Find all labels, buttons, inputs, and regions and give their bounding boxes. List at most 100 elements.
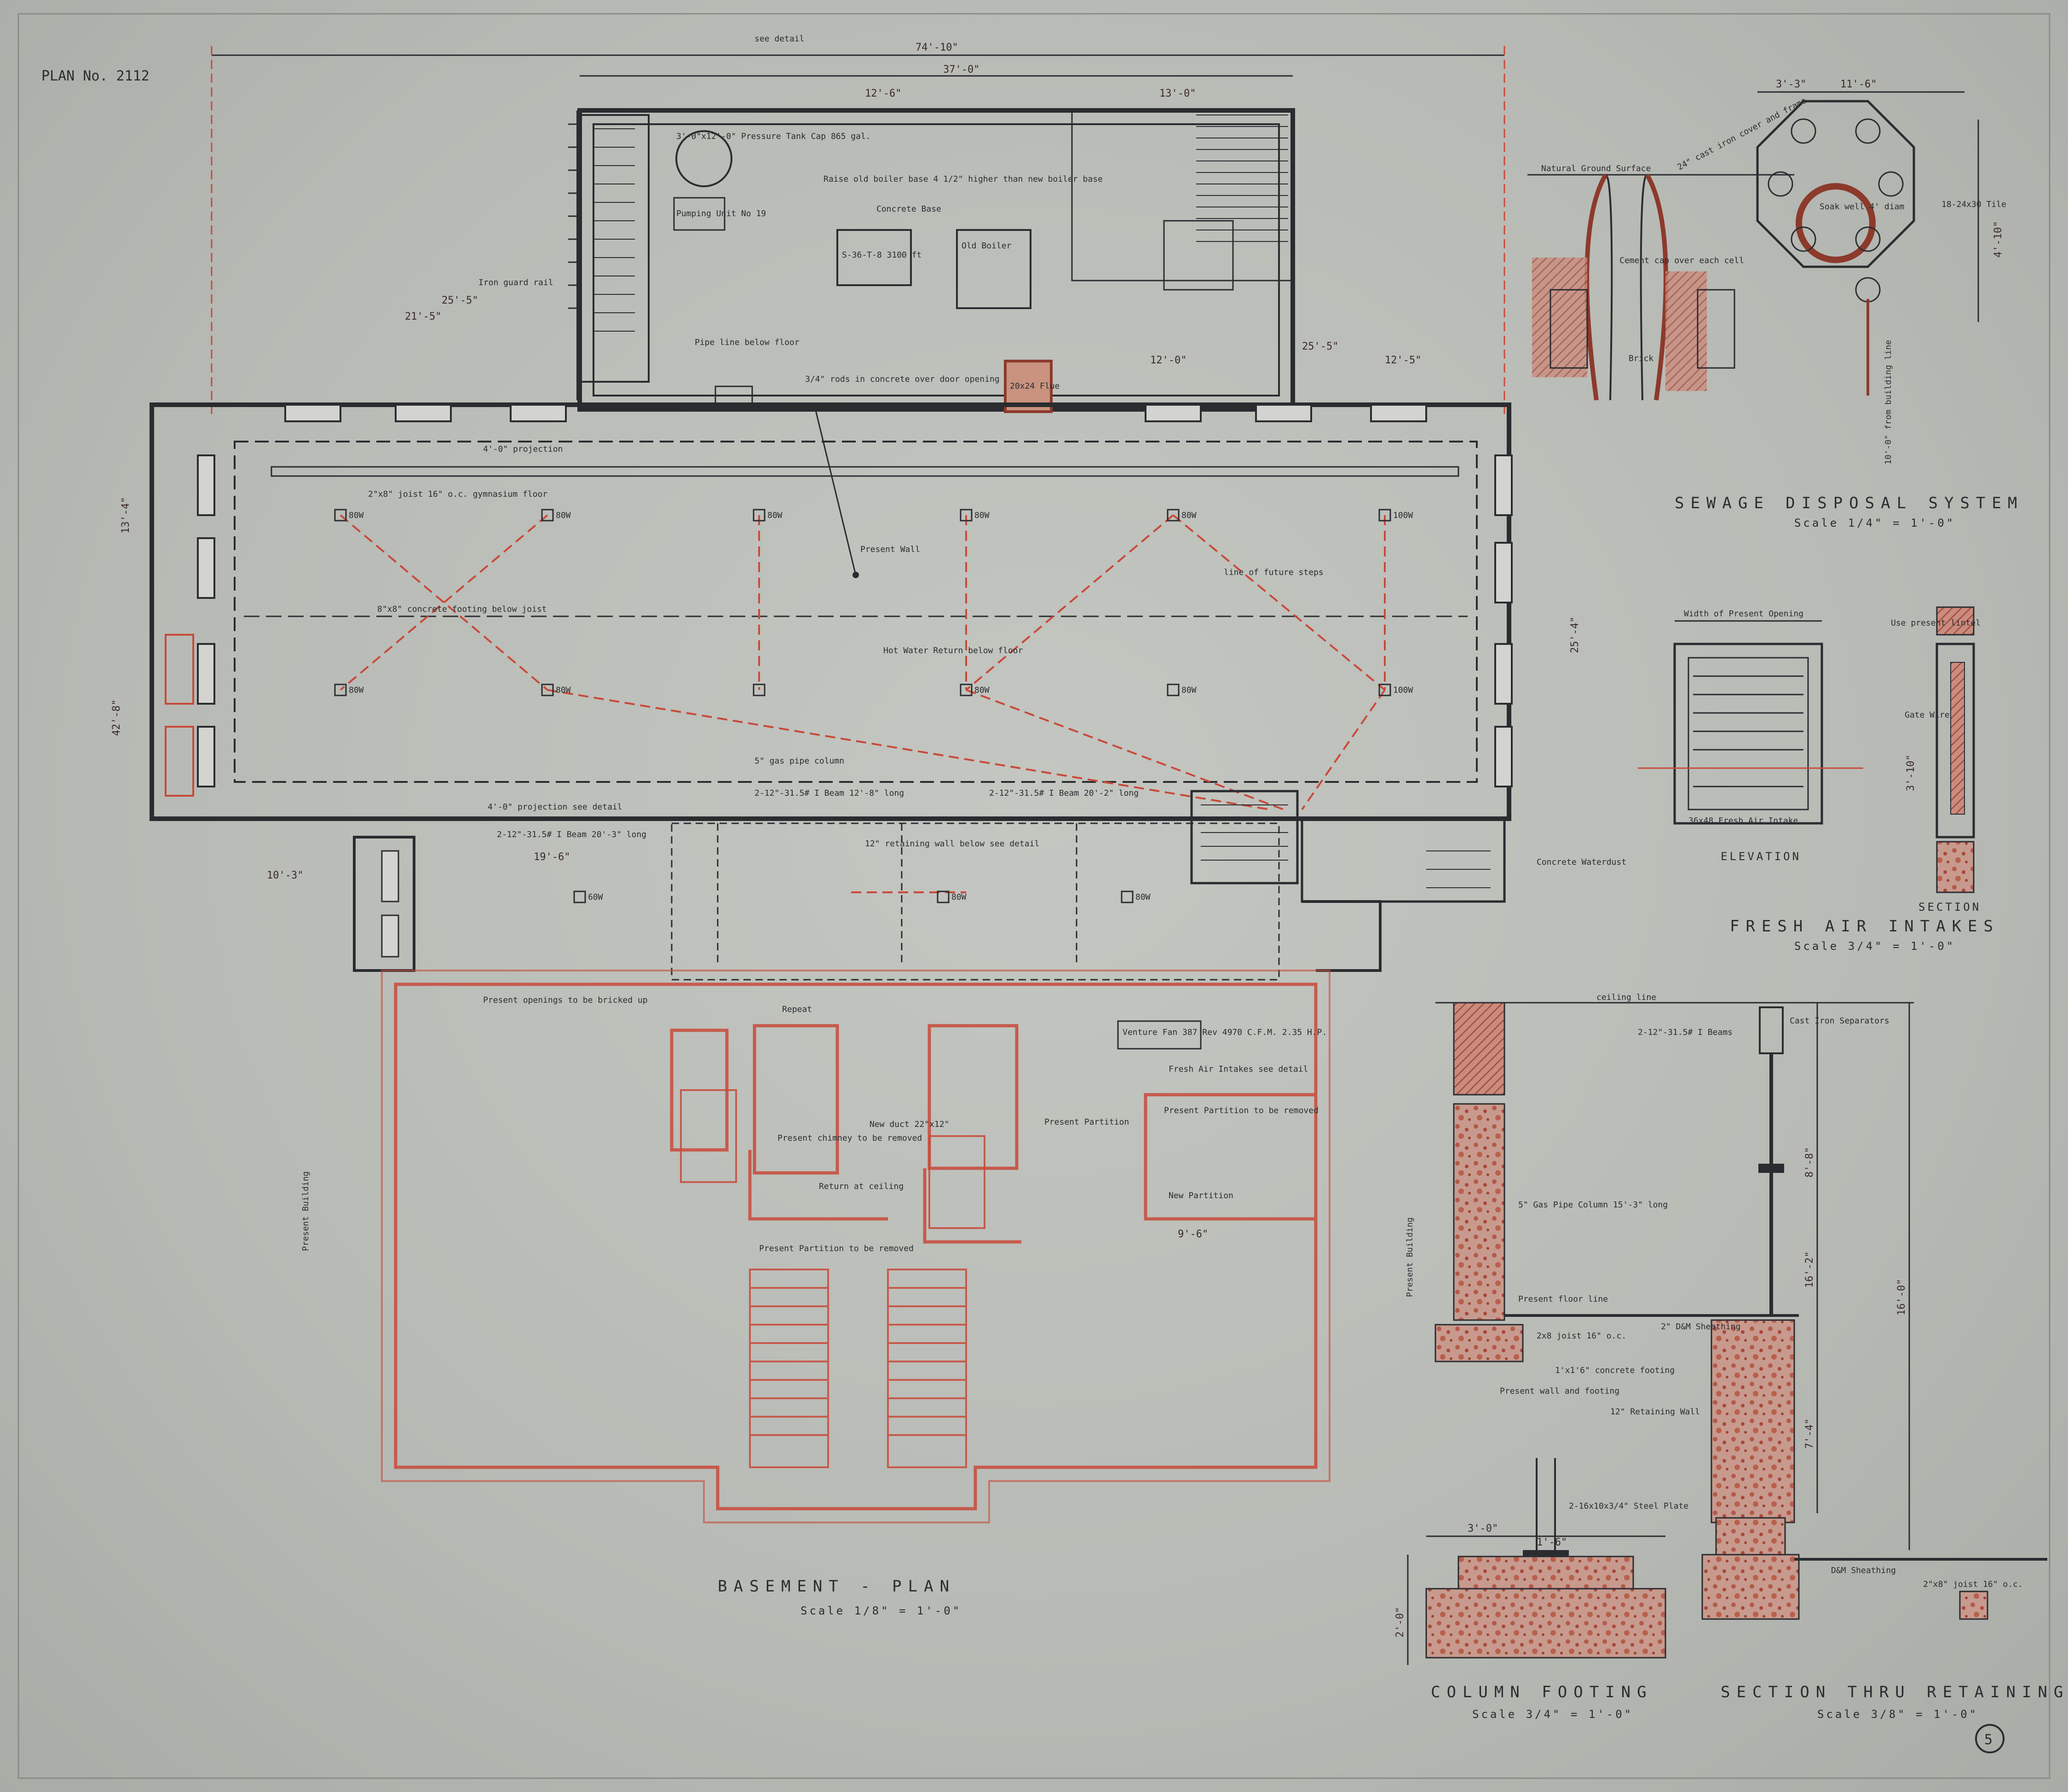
dim-d4: 21'-5": [405, 311, 441, 322]
section-label: SECTION: [1918, 901, 1981, 913]
note-footing: 1'x1'6" concrete footing: [1555, 1366, 1675, 1375]
dim-d3: 25'-5": [442, 295, 478, 306]
dim-sewage-2: 4'-10": [1993, 221, 2004, 258]
dim-d1: 13'-0": [1159, 88, 1196, 99]
note-building: Present Building: [1405, 1218, 1415, 1297]
note-new-partition: New Partition: [1169, 1191, 1233, 1200]
note-present-wall: Present Wall: [860, 545, 920, 554]
elevation-label: ELEVATION: [1721, 850, 1801, 863]
lamp-label: 100W: [1393, 511, 1413, 520]
sewage-scale: Scale 1/4" = 1'-0": [1794, 517, 1955, 529]
note-from-line: 10'-0" from building line: [1884, 340, 1893, 465]
old-boiler: [956, 229, 1031, 309]
note-soak: Soak well 4' diam: [1820, 202, 1904, 212]
pressure-tank: [675, 130, 732, 187]
dim-sewage-3: 3'-3": [1776, 79, 1806, 90]
fresh-air-scale: Scale 3/4" = 1'-0": [1794, 940, 1955, 953]
sewage-title: SEWAGE DISPOSAL SYSTEM: [1675, 494, 2023, 512]
note-repeat: Repeat: [782, 1005, 812, 1014]
note-gate: Gate Wire: [1905, 710, 1950, 720]
dim-footing-w2: 1'-6": [1537, 1537, 1567, 1548]
note-raise-boiler: Raise old boiler base 4 1/2" higher than…: [824, 174, 1103, 184]
lamp-label: 80W: [951, 892, 967, 902]
lamp-label: 80W: [767, 511, 783, 520]
note-lintel: Use present lintel: [1891, 618, 1981, 628]
note-joists: 2"x8" joist 16" o.c. gymnasium floor: [368, 489, 547, 499]
sheet-border: [17, 13, 2051, 1779]
dim-footing-w1: 3'-0": [1468, 1523, 1498, 1534]
dim-d5: 25'-5": [1302, 341, 1338, 352]
note-see-detail: see detail: [755, 34, 804, 44]
basement-plan-scale: Scale 1/8" = 1'-0": [801, 1604, 962, 1617]
dim-footing-h: 2'-0": [1394, 1607, 1406, 1637]
new-boiler: [836, 229, 912, 286]
note-present-partition: Present Partition: [1044, 1117, 1129, 1127]
note-flue: 20x24 Flue: [1010, 381, 1060, 391]
dim-upper: 37'-0": [943, 64, 979, 75]
dim-d6: 12'-0": [1150, 355, 1187, 366]
note-projection2: 4'-0" projection see detail: [488, 802, 622, 812]
intake-elevation: [1673, 643, 1823, 825]
present-stairs: [680, 1089, 985, 1468]
note-tank: 3'-0"x12'-0" Pressure Tank Cap 865 gal.: [676, 132, 871, 141]
note-fan: Venture Fan 387 Rev 4970 C.F.M. 2.35 H.P…: [1123, 1028, 1327, 1037]
note-retaining-wall: 12" Retaining Wall: [1610, 1407, 1700, 1417]
lamp-label: 80W: [1181, 685, 1197, 695]
note-beam2: 2-12"-31.5# I Beam 20'-2" long: [989, 788, 1139, 798]
note-pump: Pumping Unit No 19: [676, 209, 766, 218]
note-concrete-base: Concrete Base: [876, 204, 941, 214]
note-footing: 8"x8" concrete footing below joist: [377, 604, 547, 614]
dim-d8: 42'-8": [111, 700, 122, 736]
note-retaining: 12" retaining wall below see detail: [865, 839, 1039, 849]
note-wall-footing: Present wall and footing: [1500, 1386, 1619, 1396]
note-plate: 2-16x10x3/4" Steel Plate: [1569, 1501, 1688, 1511]
lamp-label: 60W: [588, 892, 603, 902]
fresh-air-title: FRESH AIR INTAKES: [1730, 917, 1999, 936]
footing-outline: [234, 441, 1478, 783]
note-bricked-up: Present openings to be bricked up: [483, 995, 648, 1005]
pumping-unit: [673, 197, 726, 231]
note-width: Width of Present Opening: [1684, 609, 1803, 619]
note-intake: 36x48 Fresh Air Intake: [1688, 816, 1798, 826]
dim-d2: 12'-6": [865, 88, 901, 99]
note-separators: Cast Iron Separators: [1790, 1016, 1889, 1026]
note-projection: 4'-0" projection: [483, 444, 563, 454]
lamp-label: 80W: [349, 511, 364, 520]
note-old-boiler: Old Boiler: [962, 241, 1012, 251]
basement-plan: 74'-10" 37'-0" see detail: [111, 34, 1626, 1617]
dim-d12: 9'-6": [1178, 1229, 1208, 1240]
dim-d9: 25'-4": [1569, 617, 1581, 653]
note-gas-pipe: 5" gas pipe column: [755, 756, 844, 766]
lamp-label: 80W: [556, 685, 571, 695]
note-ceiling: ceiling line: [1596, 993, 1656, 1002]
present-building-dashed: [671, 822, 1280, 981]
note-fresh-air: Fresh Air Intakes see detail: [1169, 1064, 1308, 1074]
sheet-number: 5: [1984, 1732, 1993, 1748]
plan-number: PLAN No. 2112: [41, 68, 150, 84]
lamp-label: 80W: [974, 685, 990, 695]
lamp-symbols: [334, 509, 1391, 903]
note-joist2: 2"x8" joist 16" o.c.: [1923, 1579, 2023, 1589]
fresh-air-intakes-detail: Width of Present Opening Use present lin…: [1638, 606, 1999, 953]
boiler-stair: [579, 114, 650, 383]
dim-d10: 13'-4": [120, 497, 132, 534]
note-cap: Cement cap over each cell: [1619, 256, 1744, 265]
column-footing-title: COLUMN FOOTING: [1431, 1683, 1653, 1701]
column-footing-detail: 2-16x10x3/4" Steel Plate 3'-0" 1'-6" 2'-…: [1394, 1458, 1688, 1721]
note-hot-water: Hot Water Return below floor: [883, 646, 1023, 655]
note-guard-rail: Iron guard rail: [478, 278, 553, 287]
dim-intake: 3'-10": [1905, 755, 1917, 791]
dim-wall-2: 16'-2": [1804, 1252, 1815, 1288]
dim-sewage-1: 11'-6": [1840, 79, 1877, 90]
dim-d11: 19'-6": [534, 851, 570, 863]
lighting-wiring: [340, 514, 1386, 893]
sewage-disposal-detail: Natural Ground Surface Cement cap over e…: [1527, 79, 2023, 529]
column-footing-scale: Scale 3/4" = 1'-0": [1472, 1708, 1633, 1721]
dim-d13: 10'-3": [267, 870, 303, 881]
note-joist: 2x8 joist 16" o.c.: [1537, 1331, 1626, 1341]
note-manhole: 24" cast iron cover and frame: [1676, 96, 1808, 172]
note-partition-removed: Present Partition to be removed: [1164, 1106, 1319, 1115]
note-dm: D&M Sheathing: [1831, 1566, 1896, 1575]
note-beam3: 2-12"-31.5# I Beam 20'-3" long: [497, 830, 646, 839]
